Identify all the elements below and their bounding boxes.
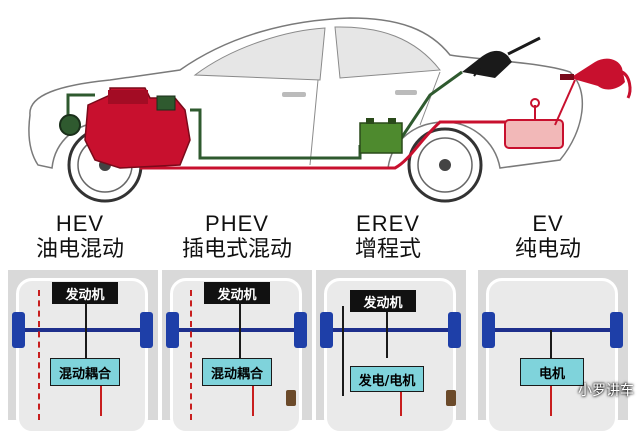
panel-hev-axle	[18, 328, 148, 332]
panel-phev-plug-icon	[286, 390, 296, 406]
panel-erev-link-left	[342, 306, 344, 396]
label-erev-zh: 增程式	[354, 237, 421, 262]
panel-phev-wheel-right	[294, 312, 307, 348]
car-front-window	[334, 26, 441, 79]
label-erev-en: EREV	[356, 211, 420, 236]
panel-ev-axle	[488, 328, 618, 332]
panel-ev: 电机	[478, 270, 628, 434]
engine-top	[108, 90, 148, 104]
panel-phev-shaft	[239, 300, 241, 380]
car-door-handle-2	[395, 90, 417, 95]
panel-hev-wheel-left	[12, 312, 25, 348]
charging-plug-icon	[462, 36, 541, 78]
panel-ev-chassis	[486, 278, 618, 434]
panel-erev-red-link	[400, 392, 402, 416]
panel-hev-fuel-dash	[38, 290, 40, 420]
panel-hev-wheel-right	[140, 312, 153, 348]
panel-phev-fuel-dash	[190, 290, 192, 420]
panel-hev: 发动机 混动耦合	[8, 270, 158, 434]
panel-ev-shaft	[550, 330, 552, 358]
panel-ev-mid-box: 电机	[520, 358, 584, 386]
label-hev-zh: 油电混动	[35, 237, 124, 262]
inverter-icon	[156, 95, 176, 111]
panel-phev-engine-box: 发动机	[204, 282, 270, 304]
panel-erev-plug-icon	[446, 390, 456, 406]
car-rear-window	[193, 27, 326, 81]
panel-hev-shaft	[85, 300, 87, 380]
car-door-line	[309, 79, 319, 166]
label-ev-en: EV	[532, 211, 564, 236]
panel-ev-wheel-left	[482, 312, 495, 348]
motor-icon	[59, 114, 81, 136]
label-erev: EREV 增程式	[318, 212, 458, 264]
panel-ev-red-link	[550, 386, 552, 416]
car-door-line-2	[419, 71, 441, 126]
fuel-tank-icon	[504, 79, 576, 149]
panel-phev-chassis	[170, 278, 302, 434]
panel-phev-wheel-left	[166, 312, 179, 348]
panel-phev-mid-box: 混动耦合	[202, 358, 272, 386]
panel-hev-engine-box: 发动机	[52, 282, 118, 304]
panel-erev-wheel-right	[448, 312, 461, 348]
panel-phev-red-link	[252, 386, 254, 416]
label-phev: PHEV 插电式混动	[162, 212, 312, 264]
panel-erev-axle	[326, 328, 456, 332]
fuel-line	[140, 120, 510, 170]
panel-phev: 发动机 混动耦合	[162, 270, 312, 434]
label-phev-zh: 插电式混动	[181, 237, 292, 262]
panel-erev-mid-box: 发电/电机	[350, 366, 424, 392]
panel-phev-axle	[172, 328, 302, 332]
car-front-wheel	[407, 127, 483, 203]
car-illustration	[28, 17, 632, 203]
label-ev-zh: 纯电动	[514, 237, 581, 262]
battery-icon	[359, 122, 403, 154]
label-hev: HEV 油电混动	[10, 212, 150, 264]
panel-erev-engine-box: 发动机	[350, 290, 416, 312]
panel-erev: 发动机 发电/电机	[316, 270, 466, 434]
label-hev-en: HEV	[55, 211, 105, 236]
label-ev: EV 纯电动	[478, 212, 618, 264]
panel-ev-wheel-right	[610, 312, 623, 348]
diagram-stage: HEV 油电混动 PHEV 插电式混动 EREV 增程式 EV 纯电动 发动机 …	[8, 17, 634, 434]
panel-hev-red-link	[100, 386, 102, 416]
car-door-handle	[282, 92, 306, 97]
fuel-nozzle-icon	[560, 58, 632, 99]
label-phev-en: PHEV	[205, 211, 269, 236]
panel-hev-mid-box: 混动耦合	[50, 358, 120, 386]
watermark: 小罗讲车	[578, 383, 634, 399]
panel-erev-wheel-left	[320, 312, 333, 348]
panel-erev-shaft	[386, 304, 388, 358]
